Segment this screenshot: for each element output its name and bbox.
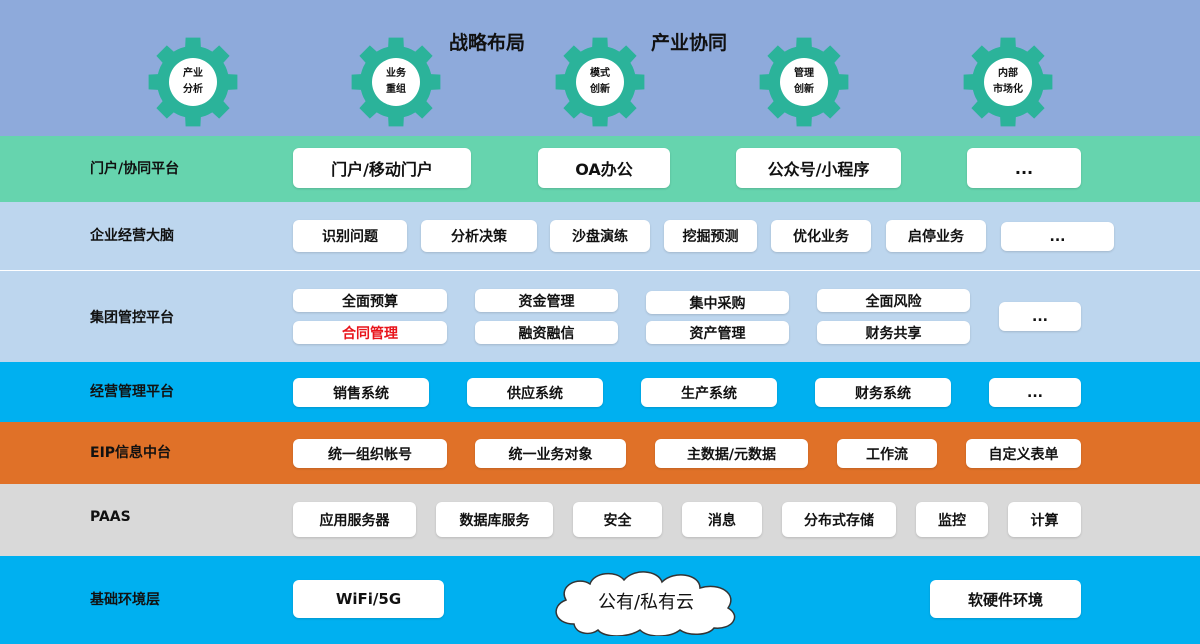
eip-item-workflow[interactable]: 工作流	[837, 439, 937, 468]
group-item-contract[interactable]: 合同管理	[293, 321, 447, 344]
infra-item-hardware-software[interactable]: 软硬件环境	[930, 580, 1081, 618]
group-item-finance-share[interactable]: 财务共享	[817, 321, 970, 344]
brain-item-more[interactable]: ...	[1001, 222, 1114, 251]
paas-band: PAAS 应用服务器 数据库服务 安全 消息 分布式存储 监控 计算	[0, 484, 1200, 556]
group-item-risk[interactable]: 全面风险	[817, 289, 970, 312]
gear-industry-analysis: 产业分析	[147, 36, 239, 128]
group-row-label: 集团管控平台	[90, 310, 174, 326]
ops-item-sales[interactable]: 销售系统	[293, 378, 429, 407]
cloud-label: 公有/私有云	[597, 592, 695, 613]
portal-item-more[interactable]: ...	[967, 148, 1081, 188]
gear-hub	[576, 58, 624, 106]
paas-item-security[interactable]: 安全	[573, 502, 662, 537]
business-brain-band: 企业经营大脑 识别问题 分析决策 沙盘演练 挖掘预测 优化业务 启停业务 ...	[0, 202, 1200, 270]
paas-item-distributed-storage[interactable]: 分布式存储	[782, 502, 896, 537]
gear-hub	[984, 58, 1032, 106]
gear-label-line1: 内部	[998, 68, 1018, 79]
eip-row-label: EIP信息中台	[90, 445, 172, 461]
cloud-icon	[555, 571, 736, 636]
gear-icon	[963, 37, 1053, 127]
ops-row-label: 经营管理平台	[90, 384, 174, 400]
gear-label-line2: 创新	[590, 84, 610, 95]
gear-internal-marketization: 内部市场化	[962, 36, 1054, 128]
cloud-shape[interactable]: 公有/私有云	[544, 566, 748, 636]
industry-synergy-title: 产业协同	[651, 32, 728, 54]
strategy-header-band: 战略布局 产业协同 产业分析 业务重组 模式创新 管理创新 内部市场化	[0, 0, 1200, 136]
infra-item-wifi-5g[interactable]: WiFi/5G	[293, 580, 444, 618]
eip-item-custom-form[interactable]: 自定义表单	[966, 439, 1081, 468]
group-item-financing[interactable]: 融资融信	[475, 321, 618, 344]
portal-item-mobile-portal[interactable]: 门户/移动门户	[293, 148, 471, 188]
gear-hub	[780, 58, 828, 106]
portal-row-label: 门户/协同平台	[90, 161, 180, 177]
gear-label-line2: 市场化	[993, 84, 1023, 95]
group-item-funds[interactable]: 资金管理	[475, 289, 618, 312]
gear-business-restructure: 业务重组	[350, 36, 442, 128]
eip-item-org-account[interactable]: 统一组织帐号	[293, 439, 447, 468]
group-item-procurement[interactable]: 集中采购	[646, 291, 789, 314]
group-item-more[interactable]: ...	[999, 302, 1081, 331]
eip-item-business-object[interactable]: 统一业务对象	[475, 439, 626, 468]
brain-item-start-stop-business[interactable]: 启停业务	[886, 220, 986, 252]
ops-item-finance[interactable]: 财务系统	[815, 378, 951, 407]
paas-item-app-server[interactable]: 应用服务器	[293, 502, 416, 537]
operations-band: 经营管理平台 销售系统 供应系统 生产系统 财务系统 ...	[0, 362, 1200, 422]
gear-hub	[372, 58, 420, 106]
gear-icon	[351, 37, 441, 127]
paas-item-message[interactable]: 消息	[682, 502, 762, 537]
gear-label-line1: 业务	[386, 68, 406, 79]
ops-item-supply[interactable]: 供应系统	[467, 378, 603, 407]
infra-row-label: 基础环境层	[90, 592, 160, 608]
portal-item-official-account[interactable]: 公众号/小程序	[736, 148, 901, 188]
gear-label-line1: 管理	[794, 68, 814, 79]
gear-management-innovation: 管理创新	[758, 36, 850, 128]
gear-label-line2: 重组	[386, 84, 406, 95]
gear-icon	[148, 37, 238, 127]
gear-icon	[759, 37, 849, 127]
portal-band: 门户/协同平台 门户/移动门户 OA办公 公众号/小程序 ...	[0, 136, 1200, 202]
group-item-assets[interactable]: 资产管理	[646, 321, 789, 344]
ops-item-production[interactable]: 生产系统	[641, 378, 777, 407]
paas-item-database[interactable]: 数据库服务	[436, 502, 553, 537]
brain-row-label: 企业经营大脑	[90, 228, 174, 244]
gear-label-line2: 创新	[794, 84, 814, 95]
brain-item-optimize-business[interactable]: 优化业务	[771, 220, 871, 252]
gear-label-line1: 产业	[183, 68, 203, 79]
paas-row-label: PAAS	[90, 509, 131, 525]
portal-item-oa[interactable]: OA办公	[538, 148, 670, 188]
paas-item-compute[interactable]: 计算	[1008, 502, 1081, 537]
gear-model-innovation: 模式创新	[554, 36, 646, 128]
eip-item-master-data[interactable]: 主数据/元数据	[655, 439, 808, 468]
ops-item-more[interactable]: ...	[989, 378, 1081, 407]
brain-item-sandbox[interactable]: 沙盘演练	[550, 220, 650, 252]
strategy-layout-title: 战略布局	[449, 32, 526, 54]
brain-item-identify-problem[interactable]: 识别问题	[293, 220, 407, 252]
group-control-band: 集团管控平台 全面预算 资金管理 集中采购 全面风险 合同管理 融资融信 资产管…	[0, 270, 1200, 362]
gear-label-line2: 分析	[183, 84, 203, 95]
group-item-budget[interactable]: 全面预算	[293, 289, 447, 312]
gear-hub	[169, 58, 217, 106]
brain-item-analysis-decision[interactable]: 分析决策	[421, 220, 537, 252]
eip-band: EIP信息中台 统一组织帐号 统一业务对象 主数据/元数据 工作流 自定义表单	[0, 422, 1200, 484]
paas-item-monitoring[interactable]: 监控	[916, 502, 988, 537]
gear-label-line1: 模式	[590, 68, 610, 79]
gear-icon	[555, 37, 645, 127]
brain-item-mining-prediction[interactable]: 挖掘预测	[664, 220, 757, 252]
